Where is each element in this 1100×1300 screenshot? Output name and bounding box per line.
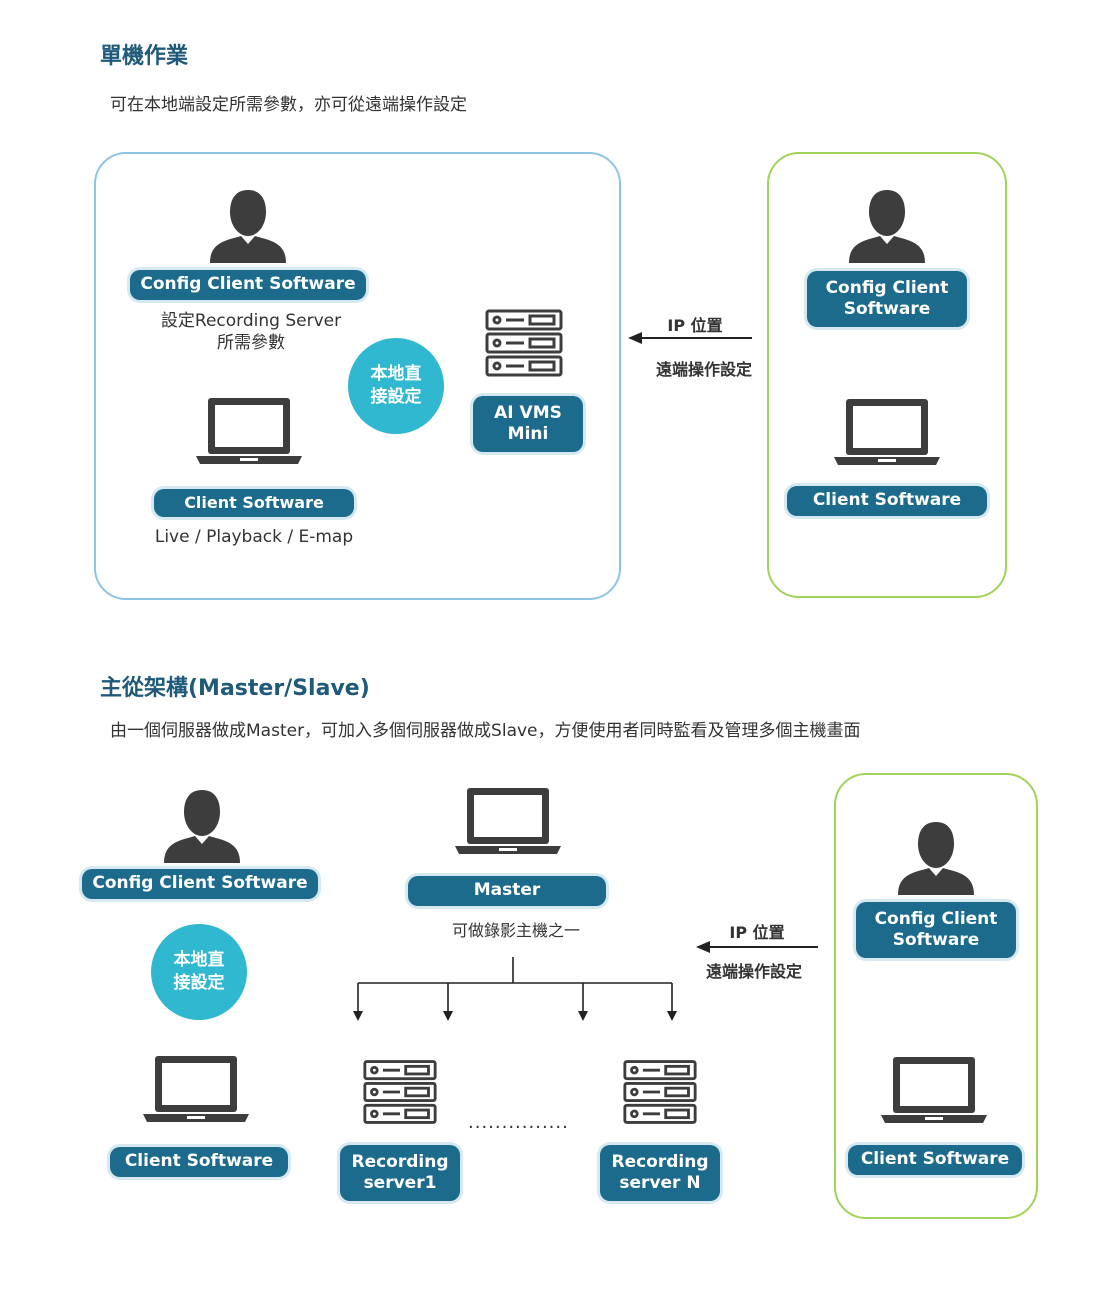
server-label-line-1: AI VMS <box>494 402 562 423</box>
server-icon <box>484 308 564 378</box>
remote-config-line-2: Software <box>843 299 931 319</box>
section2-subtitle: 由一個伺服器做成Master，可加入多個伺服器做成Slave，方便使用者同時監看… <box>110 721 861 741</box>
local-frame <box>94 152 621 600</box>
user-icon <box>847 188 927 263</box>
section1-subtitle: 可在本地端設定所需參數，亦可從遠端操作設定 <box>110 95 467 115</box>
client-software-pill-2: Client Software <box>110 1147 288 1177</box>
recording-server-n-pill: Recording server N <box>600 1145 720 1201</box>
remote2-config-line-1: Config Client <box>874 908 998 929</box>
laptop-icon <box>832 397 942 467</box>
laptop-icon <box>194 396 304 466</box>
laptop-icon <box>879 1055 989 1125</box>
server1-line-2: server1 <box>363 1173 437 1193</box>
ip-address-label-2: IP 位置 <box>729 923 785 942</box>
remote-config-line-1: Config Client <box>825 277 949 298</box>
config-client-software-pill-2: Config Client Software <box>82 869 318 899</box>
circle-line-1: 本地直 <box>370 364 422 385</box>
server-label-line-2: Mini <box>507 424 549 444</box>
ellipsis-dots: ............... <box>468 1112 569 1133</box>
laptop-icon <box>141 1054 251 1124</box>
config-desc-line-1: 設定Recording Server <box>160 311 342 331</box>
server-icon <box>362 1058 438 1126</box>
remote-config-client-software-pill-2: Config Client Software <box>856 902 1016 958</box>
laptop-icon <box>453 786 563 856</box>
ip-address-label: IP 位置 <box>667 316 723 335</box>
tree-connector <box>353 957 677 1021</box>
config-desc-line-2: 所需參數 <box>217 333 285 354</box>
section2-title: 主從架構(Master/Slave) <box>100 676 370 701</box>
config-client-software-pill: Config Client Software <box>130 270 366 300</box>
remote-config-client-software-pill: Config Client Software <box>807 271 967 327</box>
remote2-config-line-2: Software <box>892 930 980 950</box>
local-direct-setting-circle-2: 本地直 接設定 <box>151 924 247 1020</box>
section1-title: 單機作業 <box>100 44 189 69</box>
config-desc: 設定Recording Server 所需參數 <box>120 310 382 354</box>
user-icon <box>208 188 288 263</box>
remote-frame-2 <box>834 773 1038 1219</box>
arrow-left-icon <box>628 332 752 344</box>
local-direct-setting-circle: 本地直 接設定 <box>348 338 444 434</box>
ai-vms-mini-pill: AI VMS Mini <box>473 396 583 452</box>
circle2-line-1: 本地直 <box>173 950 225 971</box>
serverN-line-1: Recording <box>611 1151 709 1172</box>
master-pill: Master <box>408 876 606 906</box>
circle2-line-2: 接設定 <box>173 973 225 993</box>
remote-setting-label: 遠端操作設定 <box>655 360 752 379</box>
recording-server-1-pill: Recording server1 <box>340 1145 460 1201</box>
client-software-pill: Client Software <box>154 489 354 517</box>
arrow-left-icon <box>696 941 818 953</box>
remote-client-software-pill-2: Client Software <box>848 1145 1022 1175</box>
remote-setting-label-2: 遠端操作設定 <box>705 962 802 981</box>
server-icon <box>622 1058 698 1126</box>
user-icon <box>162 788 242 863</box>
master-desc: 可做錄影主機之一 <box>451 921 580 940</box>
remote-client-software-pill: Client Software <box>787 486 987 516</box>
circle-line-2: 接設定 <box>370 387 422 407</box>
client-desc: Live / Playback / E-map <box>154 527 354 547</box>
user-icon <box>896 820 976 895</box>
remote-frame <box>767 152 1007 598</box>
server1-line-1: Recording <box>351 1151 449 1172</box>
serverN-line-2: server N <box>619 1173 701 1193</box>
